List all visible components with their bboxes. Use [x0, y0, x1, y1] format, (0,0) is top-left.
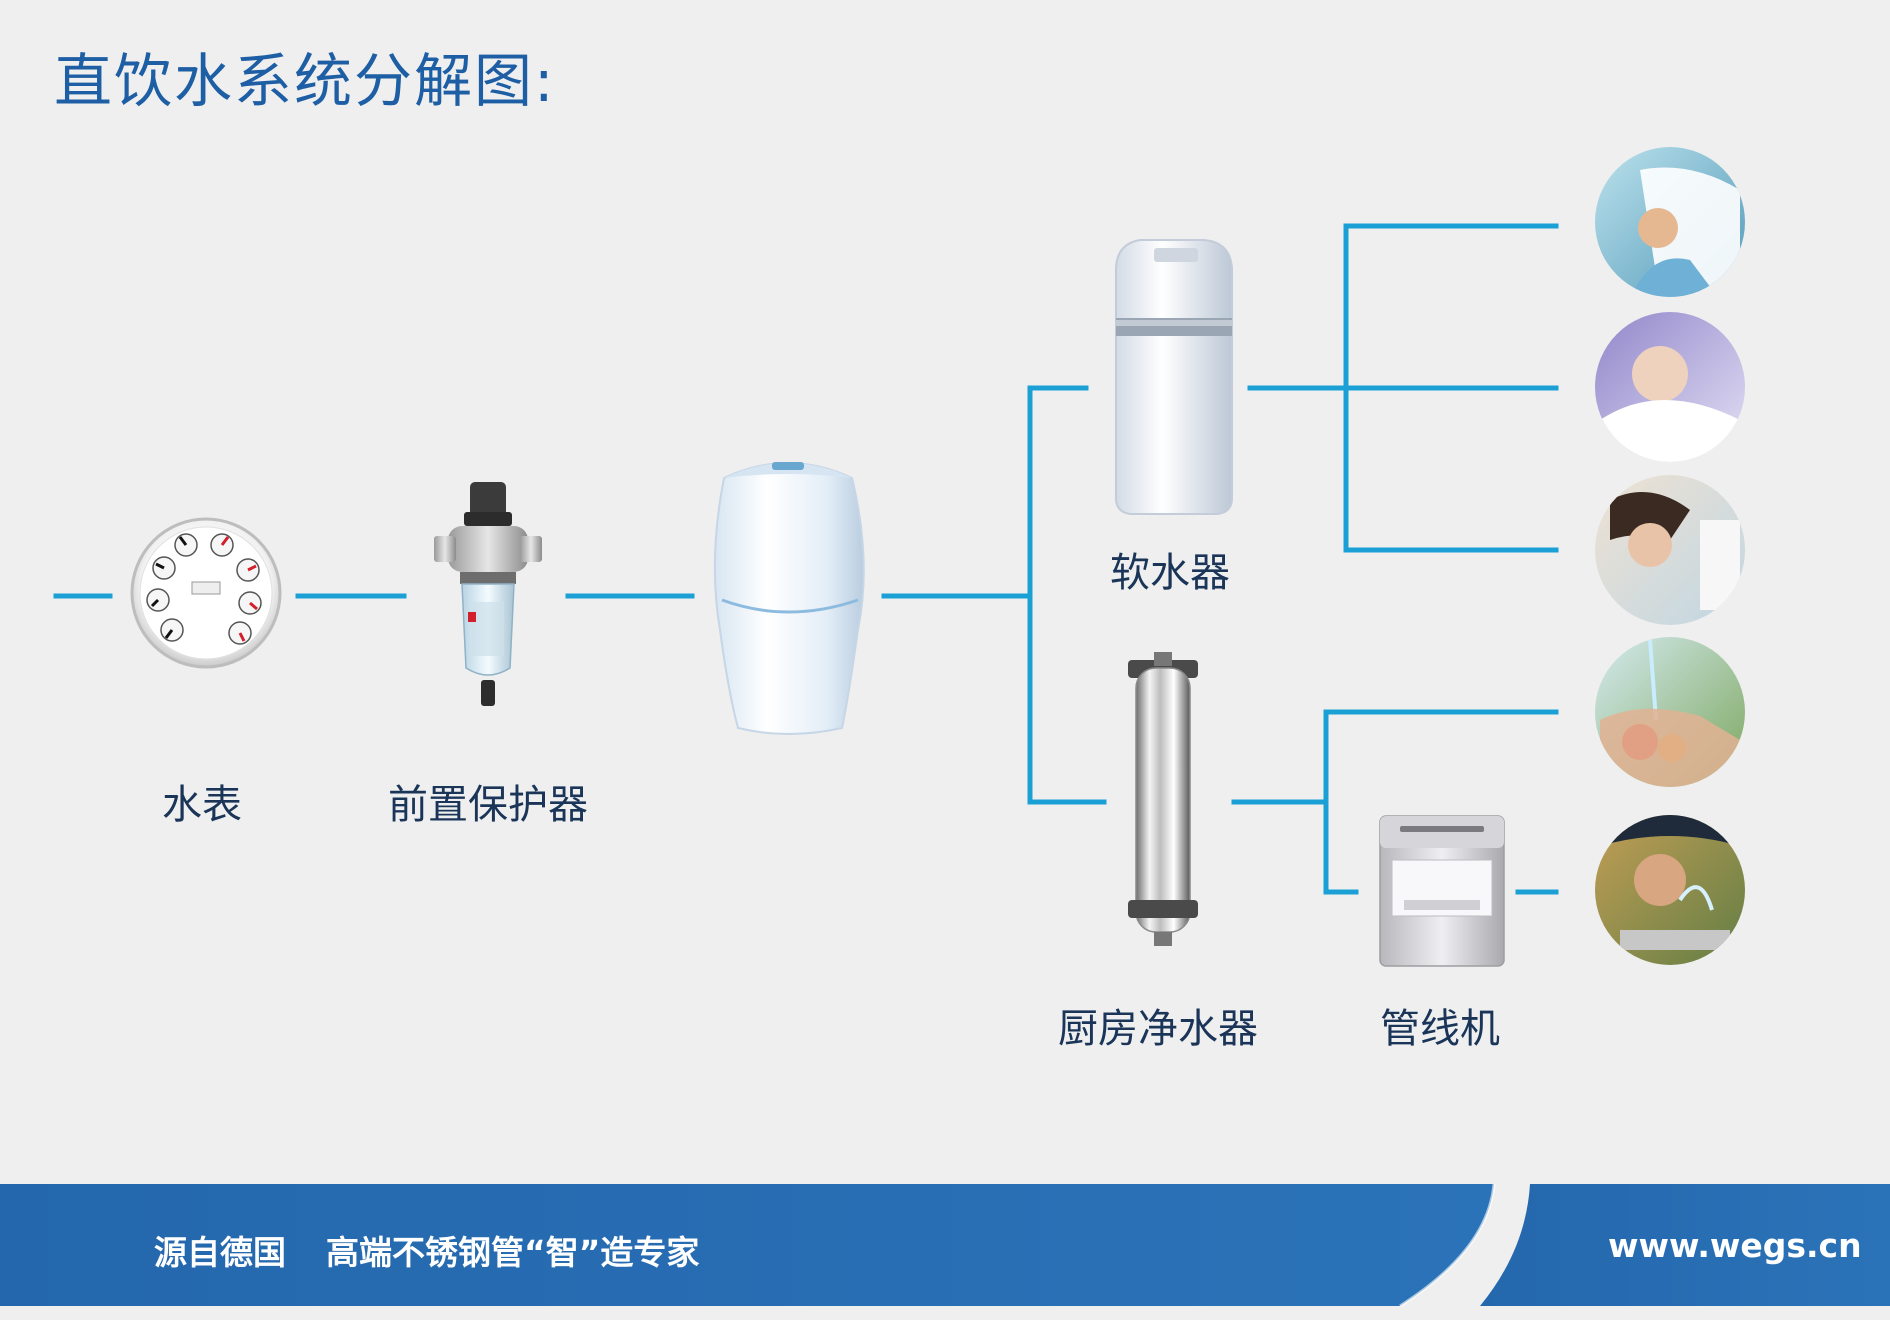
footer-url[interactable]: www.wegs.cn: [1608, 1226, 1862, 1265]
prefilter-image: [434, 482, 542, 706]
kitchen-purifier-image: [1128, 652, 1198, 946]
softener-label: 软水器: [1110, 550, 1230, 596]
kitchen-purifier-label: 厨房净水器: [1058, 1006, 1258, 1052]
water-softener-image: [1115, 239, 1233, 515]
prefilter-label: 前置保护器: [388, 782, 588, 828]
central-purifier-image: [713, 462, 865, 735]
footer-band: [0, 1183, 1890, 1308]
pipe-network: [53, 223, 1559, 895]
usage-photo-towel: [1595, 312, 1745, 462]
pipeline-machine-image: [1379, 815, 1505, 967]
water-meter-image: [130, 517, 282, 669]
pipeline-machine-label: 管线机: [1380, 1006, 1500, 1052]
page-title: 直饮水系统分解图:: [54, 47, 556, 115]
usage-photo-face-wash: [1595, 475, 1745, 625]
footer-slogan-left: 源自德国: [154, 1233, 286, 1272]
usage-photo-drinking: [1595, 815, 1745, 965]
usage-photo-laundry: [1595, 147, 1745, 297]
footer-slogan-right: 高端不锈钢管“智”造专家: [326, 1233, 700, 1272]
usage-photo-washing-fruit: [1595, 637, 1745, 787]
meter-label: 水表: [162, 782, 242, 828]
